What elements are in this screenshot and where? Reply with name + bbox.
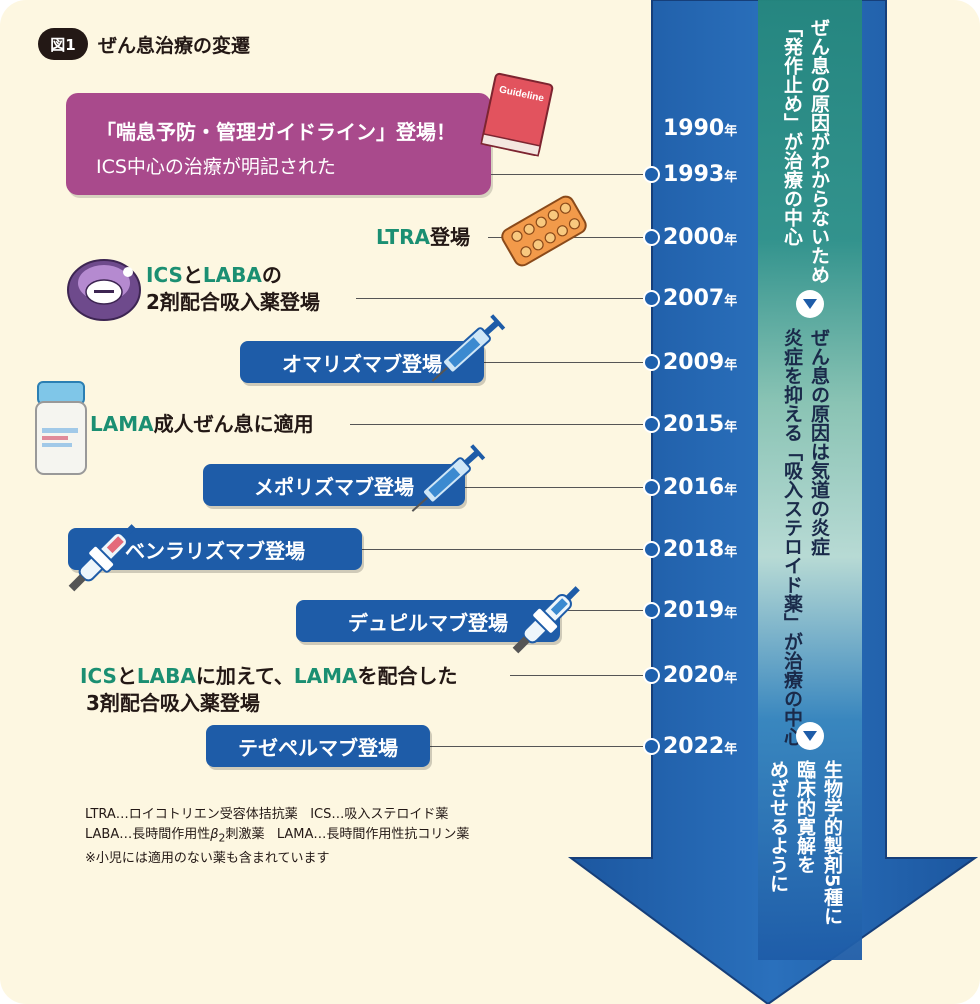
inhaler-disk-icon <box>67 259 141 321</box>
timeline-dot-1993 <box>643 166 660 183</box>
year-label: 2019年 <box>663 598 738 623</box>
figure-title: ぜん息治療の変遷 <box>98 35 251 57</box>
guideline-subtext: ICS中心の治療が明記された <box>96 156 336 178</box>
stage-1-text: ぜん息の原因がわからないため「発作止め」が治療の中心 <box>781 18 830 284</box>
year-label: 1993年 <box>663 162 738 187</box>
timeline-dot-2000 <box>643 229 660 246</box>
year-label: 2016年 <box>663 475 738 500</box>
connector-2020 <box>510 675 651 676</box>
year-label: 1990年 <box>663 116 738 141</box>
guideline-headline: 「喘息予防・管理ガイドライン」登場！ <box>96 120 456 144</box>
arrow-gradient-band <box>758 0 862 960</box>
connector-2007 <box>356 298 651 299</box>
year-label: 2015年 <box>663 412 738 437</box>
timeline-dot-2020 <box>643 667 660 684</box>
footnotes: LTRA…ロイコトリエン受容体拮抗薬 ICS…吸入ステロイド薬 LABA…長時間… <box>85 807 470 866</box>
autoinjector-icon <box>68 524 136 592</box>
stage-arrow-down-icon <box>796 722 824 750</box>
connector-2015 <box>350 424 651 425</box>
connector-2016 <box>465 487 651 488</box>
syringe-icon <box>431 314 506 382</box>
syringe-icon <box>411 444 486 512</box>
event-ltra: LTRA登場 <box>376 225 470 249</box>
event-dupilumab: デュピルマブ登場 <box>296 600 560 642</box>
timeline-dot-2022 <box>643 738 660 755</box>
timeline-dot-2016 <box>643 479 660 496</box>
connector-2009 <box>484 362 651 363</box>
event-mepolizumab: メポリズマブ登場 <box>203 464 465 506</box>
timeline-dot-2015 <box>643 416 660 433</box>
year-label: 2018年 <box>663 537 738 562</box>
lama-inhaler-icon <box>35 381 87 475</box>
figure-number-badge: 図1 <box>38 28 88 60</box>
year-label: 2009年 <box>663 350 738 375</box>
stage-2-text: ぜん息の原因は気道の炎症炎症を抑える「吸入ステロイド薬」が治療の中心 <box>781 328 830 746</box>
timeline-dot-2019 <box>643 602 660 619</box>
guideline-book-icon: Guideline <box>480 72 554 157</box>
year-label: 2007年 <box>663 286 738 311</box>
pill-blister-icon <box>501 195 587 267</box>
timeline-dot-2009 <box>643 354 660 371</box>
year-label: 2000年 <box>663 225 738 250</box>
connector-2022 <box>430 746 651 747</box>
stage-3-text: 生物学的製剤5種に臨床的寛解をめざせるように <box>767 760 843 926</box>
timeline-dot-2007 <box>643 290 660 307</box>
connector-1993 <box>491 174 651 175</box>
connector-2019 <box>560 610 651 611</box>
year-label: 2022年 <box>663 734 738 759</box>
event-lama-adult: LAMA成人ぜん息に適用 <box>90 412 314 436</box>
guideline-callout <box>66 93 491 195</box>
year-label: 2020年 <box>663 663 738 688</box>
event-tezepelumab: テゼペルマブ登場 <box>206 725 430 767</box>
connector-2018 <box>362 549 651 550</box>
stage-arrow-down-icon <box>796 290 824 318</box>
timeline-dot-2018 <box>643 541 660 558</box>
event-ics-laba-2drug: ICSとLABAの 2剤配合吸入薬登場 <box>146 263 320 314</box>
autoinjector-icon <box>512 586 580 654</box>
event-triple-inhaler: ICSとLABAに加えて、LAMAを配合した 3剤配合吸入薬登場 <box>80 664 458 715</box>
